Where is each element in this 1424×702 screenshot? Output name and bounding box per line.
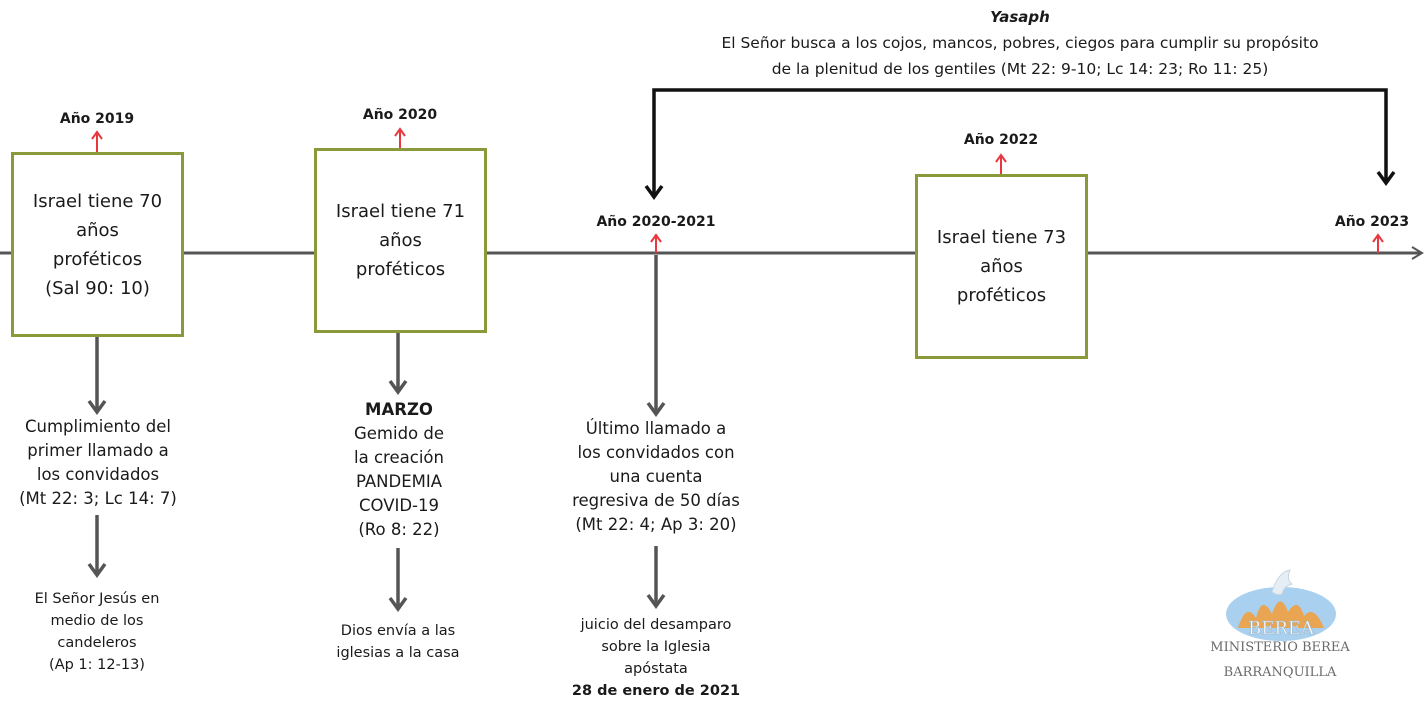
first-call-line: Cumplimiento del [25,417,171,436]
year-arrow-2019 [91,130,103,152]
header-author: Yasaph [990,8,1050,26]
jesus-candlesticks-text: El Señor Jesús en medio de los candelero… [2,588,192,676]
logo-line-1: MINISTERIO BEREA [1210,640,1350,655]
box-israel-71: Israel tiene 71 años proféticos [314,148,487,333]
year-label-2023: Año 2023 [1334,214,1410,230]
box-2019-line: Israel tiene 70 [32,190,163,212]
last-call-line: los convidados con [577,443,735,462]
pandemic-title: MARZO [365,400,433,419]
box-2019-line: proféticos [52,248,143,270]
berea-logo: BEREA [1226,569,1336,641]
jesus-candlesticks-line: El Señor Jesús en [34,591,160,607]
last-call-line: una cuenta [609,467,703,486]
header-line-1: El Señor busca a los cojos, mancos, pobr… [721,34,1319,52]
header-line-2: de la plenitud de los gentiles (Mt 22: 9… [771,60,1269,78]
first-call-line: los convidados [36,465,160,484]
box-2020-line: años [379,230,422,251]
pandemic-line: (Ro 8: 22) [358,520,440,539]
down-arrow-2020-a [388,333,408,395]
last-call-line: (Mt 22: 4; Ap 3: 20) [575,515,737,534]
year-arrow-2023 [1372,233,1384,253]
year-arrow-2020 [394,127,406,148]
year-arrow-2022 [995,153,1007,174]
down-arrow-2020-b [388,548,408,612]
pandemic-line: la creación [354,448,444,467]
pandemic-line: COVID-19 [358,496,440,515]
year-label-2020: Año 2020 [362,107,438,123]
box-israel-70: Israel tiene 70 años proféticos (Sal 90:… [11,152,184,337]
year-label-2022: Año 2022 [963,132,1039,148]
first-call-line: primer llamado a [27,441,169,460]
judgment-text: juicio del desamparo sobre la Iglesia ap… [556,614,756,702]
plenitude-bracket-arrow [644,88,1396,200]
down-arrow-2021-b [646,546,666,609]
box-2022-line: Israel tiene 73 [936,227,1067,248]
judgment-line: juicio del desamparo [580,617,732,633]
box-2022-line: proféticos [956,285,1047,306]
logo-line-2: BARRANQUILLA [1223,665,1337,680]
churches-home-line: iglesias a la casa [336,645,460,661]
box-2020-line: Israel tiene 71 [335,201,466,222]
last-call-line: regresiva de 50 días [572,491,740,510]
logo-flame-icon [1238,601,1324,628]
first-call-text: Cumplimiento del primer llamado a los co… [0,415,198,511]
jesus-candlesticks-line: candeleros [57,635,137,651]
box-2022-line: años [980,256,1023,277]
pandemic-line: PANDEMIA [355,472,443,491]
jesus-candlesticks-line: (Ap 1: 12-13) [49,657,145,673]
box-2020-line: proféticos [355,259,446,280]
year-arrow-2020-2021 [650,233,662,253]
judgment-date: 28 de enero de 2021 [571,683,741,699]
judgment-line: sobre la Iglesia [601,639,711,655]
down-arrow-2021-a [646,255,666,417]
churches-home-text: Dios envía a las iglesias a la casa [298,620,498,664]
box-2019-line: años [76,219,119,241]
year-label-2020-2021: Año 2020-2021 [596,214,716,230]
churches-home-line: Dios envía a las [340,623,456,639]
jesus-candlesticks-line: medio de los [50,613,144,629]
timeline-arrowhead [1411,246,1424,260]
last-call-text: Último llamado a los convidados con una … [546,417,766,537]
judgment-line: apóstata [624,661,688,677]
pandemic-text: MARZO Gemido de la creación PANDEMIA COV… [299,398,499,542]
last-call-line: Último llamado a [585,419,727,438]
down-arrow-2019-a [87,337,107,415]
box-israel-73: Israel tiene 73 años proféticos [915,174,1088,359]
pandemic-line: Gemido de [353,424,445,443]
first-call-line: (Mt 22: 3; Lc 14: 7) [19,489,177,508]
logo-badge-text: BEREA [1248,618,1315,639]
box-2019-line: (Sal 90: 10) [45,277,150,299]
logo-dove-icon [1271,569,1294,596]
year-label-2019: Año 2019 [59,111,135,127]
down-arrow-2019-b [87,515,107,578]
